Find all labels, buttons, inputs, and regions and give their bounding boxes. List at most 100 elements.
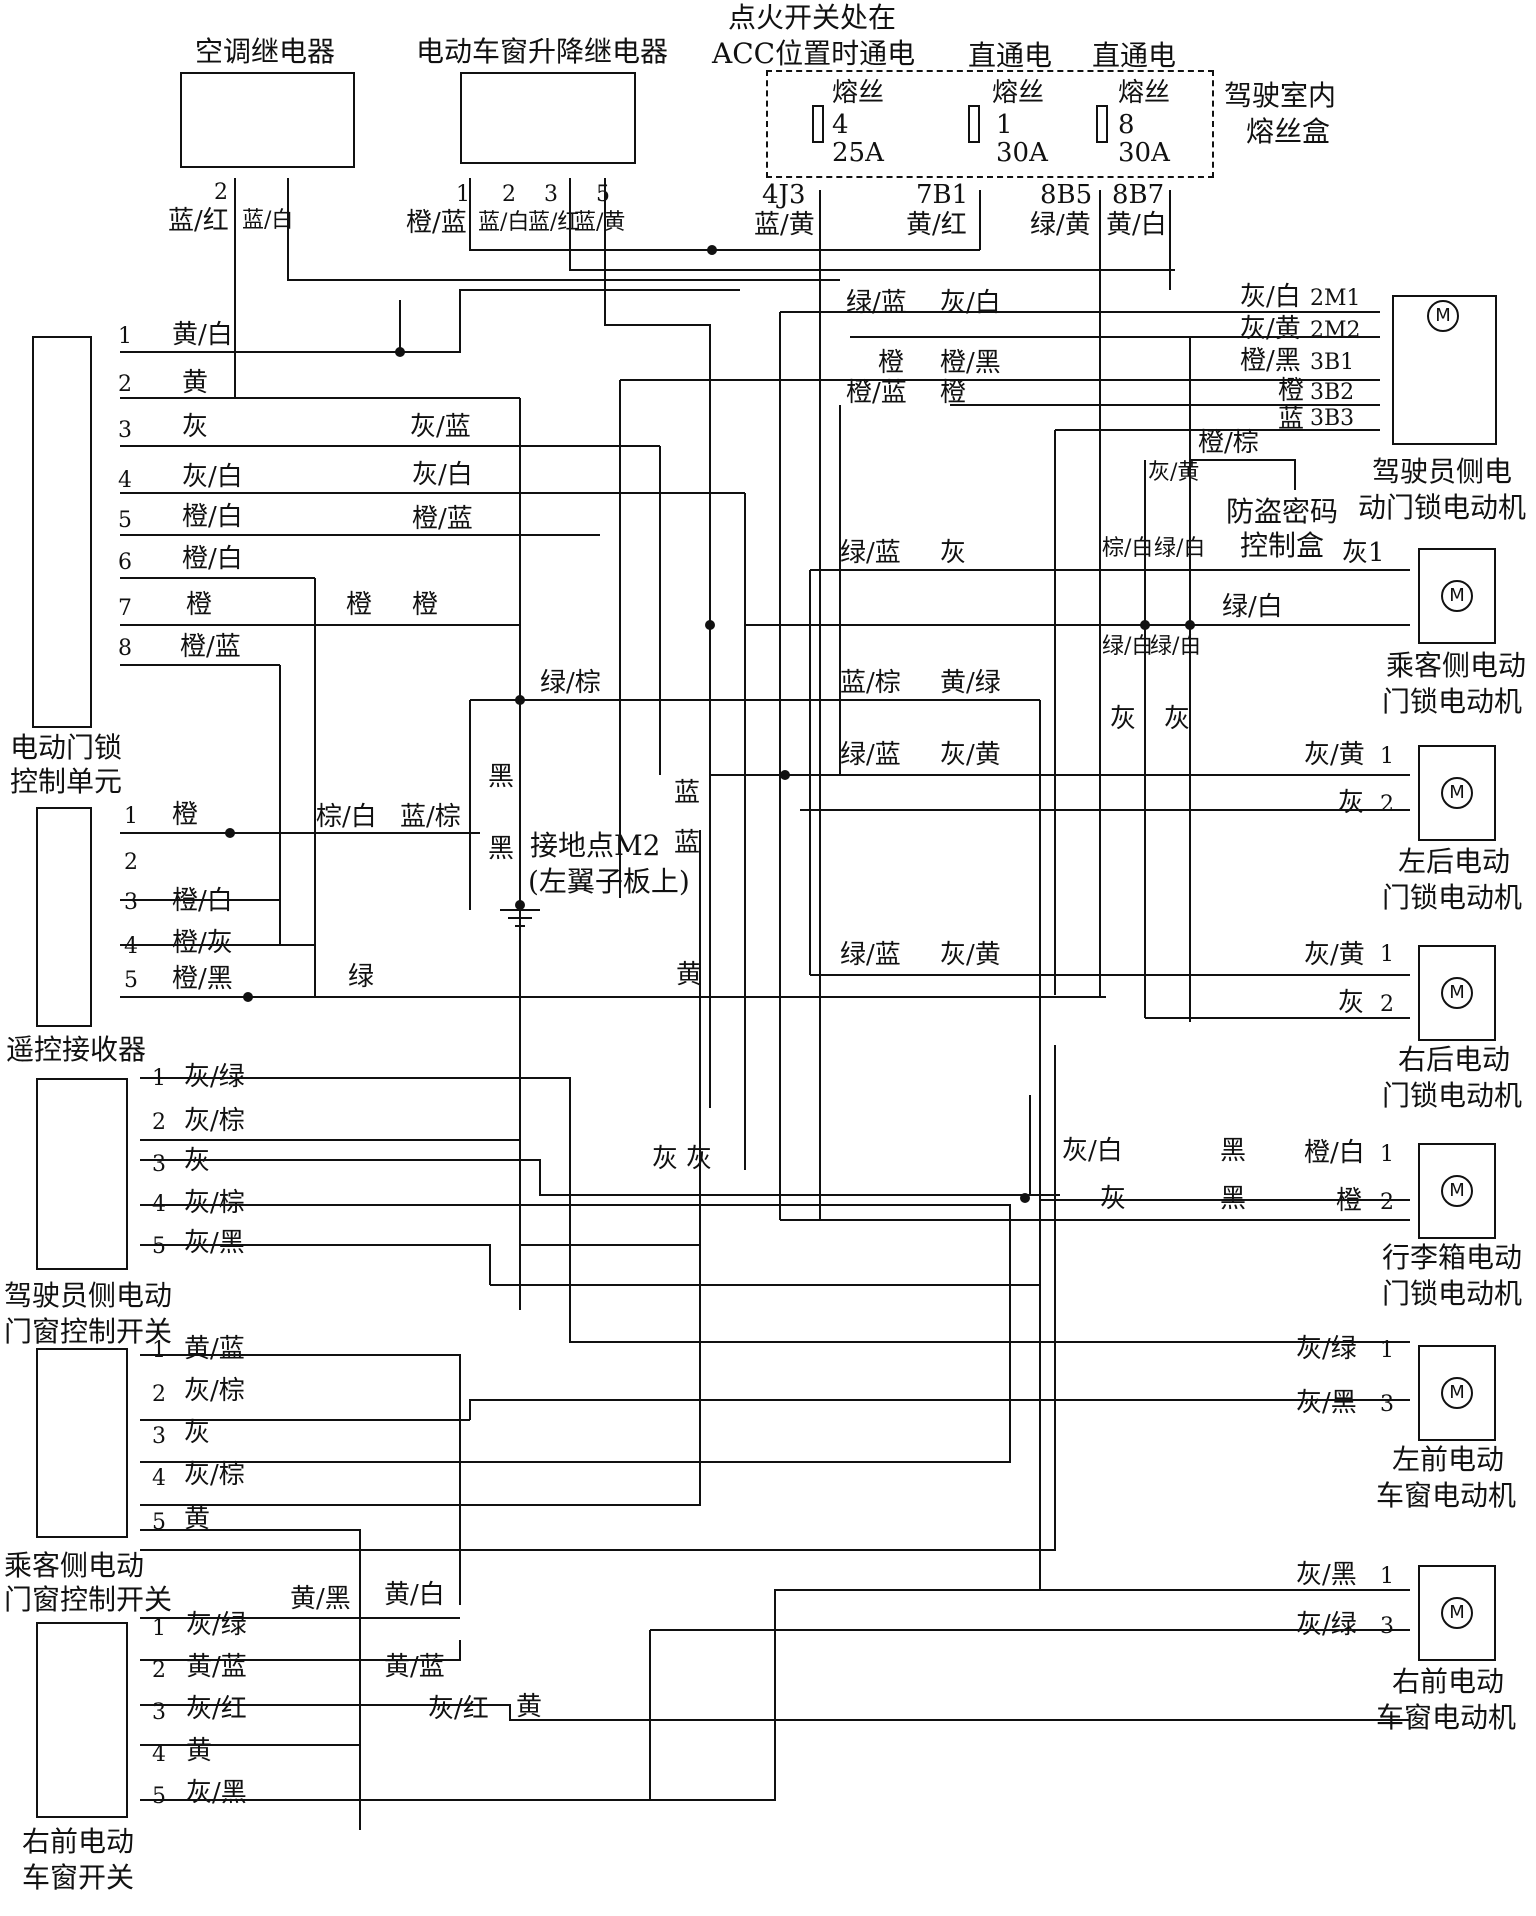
lock-unit-pin-5: 5 <box>118 508 132 533</box>
wire-label-green-white-right: 绿/白 <box>1222 592 1283 622</box>
wire-label-green-brown: 绿/棕 <box>540 668 601 698</box>
driver-switch-wire-3: 灰 <box>184 1146 211 1176</box>
direct-power-label-2: 直通电 <box>1092 39 1177 72</box>
driver-lock-pin-2m2: 灰/黄 <box>1240 314 1301 344</box>
right-front-window-motor-icon: M <box>1441 1597 1473 1629</box>
fuse-1-label: 熔丝 <box>992 78 1045 108</box>
right-front-window-motor-title-line2: 车窗电动机 <box>1376 1701 1517 1734</box>
driver-window-switch-title-line1: 驾驶员侧电动 <box>4 1279 173 1312</box>
remote-receiver-title: 遥控接收器 <box>6 1033 147 1066</box>
right-front-window-motor-title-line1: 右前电动 <box>1392 1665 1505 1698</box>
wire-label-orange-a: 橙 <box>878 348 905 378</box>
passenger-switch-pin-1: 1 <box>152 1338 166 1363</box>
window-relay-pin-5: 5 <box>596 182 610 207</box>
right-front-switch-title-line1: 右前电动 <box>22 1825 135 1858</box>
rf-motor-pin1-num: 1 <box>1380 1564 1394 1589</box>
rf-switch-pin-3: 3 <box>152 1700 166 1725</box>
driver-switch-pin-5: 5 <box>152 1234 166 1259</box>
ground-point-label-line2: (左翼子板上) <box>528 865 690 898</box>
lf-motor-pin3-wire: 灰/黑 <box>1296 1388 1357 1418</box>
wire-label-gray-yellow-lr: 灰/黄 <box>940 740 1001 770</box>
lock-unit-wire-4-far: 灰/白 <box>412 460 473 490</box>
wire-label-gray-1: 灰1 <box>1342 538 1385 568</box>
wire-label-gray-yellow-rr: 灰/黄 <box>940 940 1001 970</box>
lock-unit-wire-4: 灰/白 <box>182 462 243 492</box>
wire-label-orange-b: 橙 <box>940 378 967 408</box>
window-relay-pin-3: 3 <box>544 182 558 207</box>
rf-switch-pin-4: 4 <box>152 1742 166 1767</box>
junction-dot <box>515 900 525 910</box>
wire-label-brown-white-r: 棕/白 <box>316 802 377 832</box>
driver-switch-wire-1: 灰/绿 <box>184 1062 245 1092</box>
wire-label-orange-black: 橙/黑 <box>940 348 1001 378</box>
passenger-window-switch-title-line1: 乘客侧电动 <box>4 1549 145 1582</box>
receiver-wire-5-far: 绿 <box>348 962 375 992</box>
passenger-lock-motor-title-line1: 乘客侧电动 <box>1386 649 1527 682</box>
wire-label-black-trunk2: 黑 <box>1220 1184 1247 1214</box>
wire-label-brown-white: 棕/白 <box>1102 536 1154 561</box>
lf-motor-pin1-num: 1 <box>1380 1338 1394 1363</box>
window-relay-wire-5: 蓝/黄 <box>574 210 626 235</box>
ac-relay-wire-blue-white: 蓝/白 <box>242 208 294 233</box>
rf-switch-wire-1: 灰/绿 <box>186 1610 247 1640</box>
right-front-switch-title-line2: 车窗开关 <box>22 1861 135 1894</box>
lock-unit-wire-5-far: 橙/蓝 <box>412 504 473 534</box>
junction-dot <box>243 992 253 1002</box>
rr-motor-pin1-num: 1 <box>1380 942 1394 967</box>
wire-label-yellow-black: 黄/黑 <box>290 1584 351 1614</box>
wire-label-yellow-blue-r: 黄/蓝 <box>384 1652 445 1682</box>
lock-unit-pin-6: 6 <box>118 550 132 575</box>
lf-motor-pin3-num: 3 <box>1380 1392 1394 1417</box>
door-lock-unit-title-line2: 控制单元 <box>10 765 123 798</box>
lock-unit-wire-6: 橙/白 <box>182 544 243 574</box>
wire-label-green-blue-rr: 绿/蓝 <box>840 940 901 970</box>
junction-dot <box>707 245 717 255</box>
door-lock-unit-box <box>32 336 92 728</box>
driver-window-switch-box <box>36 1078 128 1270</box>
lock-unit-wire-1: 黄/白 <box>172 320 233 350</box>
passenger-switch-pin-3: 3 <box>152 1424 166 1449</box>
junction-dot <box>705 620 715 630</box>
fuse-4-number: 4 <box>832 110 849 140</box>
passenger-switch-wire-5: 黄 <box>184 1504 211 1534</box>
driver-lock-pin-3b2-id: 3B2 <box>1310 380 1355 405</box>
wire-label-green-white-a: 绿/白 <box>1154 536 1206 561</box>
fuse-wire-8b5: 绿/黄 <box>1030 210 1091 240</box>
lock-unit-pin-8: 8 <box>118 636 132 661</box>
receiver-pin-5: 5 <box>124 968 138 993</box>
driver-lock-pin-3b1: 橙/黑 <box>1240 346 1301 376</box>
right-rear-lock-motor-icon: M <box>1441 977 1473 1009</box>
window-relay-title: 电动车窗升降继电器 <box>416 35 669 68</box>
receiver-pin-2: 2 <box>124 850 138 875</box>
left-front-window-motor-box <box>1418 1345 1496 1441</box>
wire-label-green-white-c: 绿/白 <box>1150 634 1202 659</box>
right-rear-lock-motor-title-line1: 右后电动 <box>1398 1043 1511 1076</box>
receiver-pin-3: 3 <box>124 890 138 915</box>
rf-switch-pin-2: 2 <box>152 1658 166 1683</box>
fuse-box-title-line1: 驾驶室内 <box>1224 79 1337 112</box>
window-relay-wire-1: 橙/蓝 <box>406 208 467 238</box>
lock-unit-wire-8: 橙/蓝 <box>180 632 241 662</box>
driver-lock-pin-3b3: 蓝 <box>1278 404 1305 434</box>
trunk-motor-pin2-num: 2 <box>1380 1190 1394 1215</box>
passenger-switch-pin-2: 2 <box>152 1382 166 1407</box>
driver-lock-motor-title-line1: 驾驶员侧电 <box>1372 455 1513 488</box>
trunk-motor-pin1-num: 1 <box>1380 1142 1394 1167</box>
rr-motor-pin2-wire: 灰 <box>1338 988 1365 1018</box>
fuse-8-element <box>1096 105 1108 143</box>
right-rear-lock-motor-title-line2: 门锁电动机 <box>1382 1079 1523 1112</box>
wire-label-blue-brown: 蓝/棕 <box>840 668 901 698</box>
fuse-terminal-7b1: 7B1 <box>916 180 969 210</box>
junction-dot <box>515 695 525 705</box>
fuse-4-rating: 25A <box>832 138 884 168</box>
trunk-motor-pin2-wire: 橙 <box>1336 1186 1363 1216</box>
wire-label-gray-yellow-v: 灰/黄 <box>1148 460 1200 485</box>
wire-label-black-trunk1: 黑 <box>1220 1136 1247 1166</box>
rf-switch-wire-5: 灰/黑 <box>186 1778 247 1808</box>
passenger-lock-motor-icon: M <box>1441 580 1473 612</box>
left-rear-lock-motor-icon: M <box>1441 777 1473 809</box>
wire-label-yellow-green: 黄/绿 <box>940 668 1001 698</box>
junction-dot <box>780 770 790 780</box>
ac-relay-title: 空调继电器 <box>195 35 336 68</box>
left-front-window-motor-title-line1: 左前电动 <box>1392 1443 1505 1476</box>
